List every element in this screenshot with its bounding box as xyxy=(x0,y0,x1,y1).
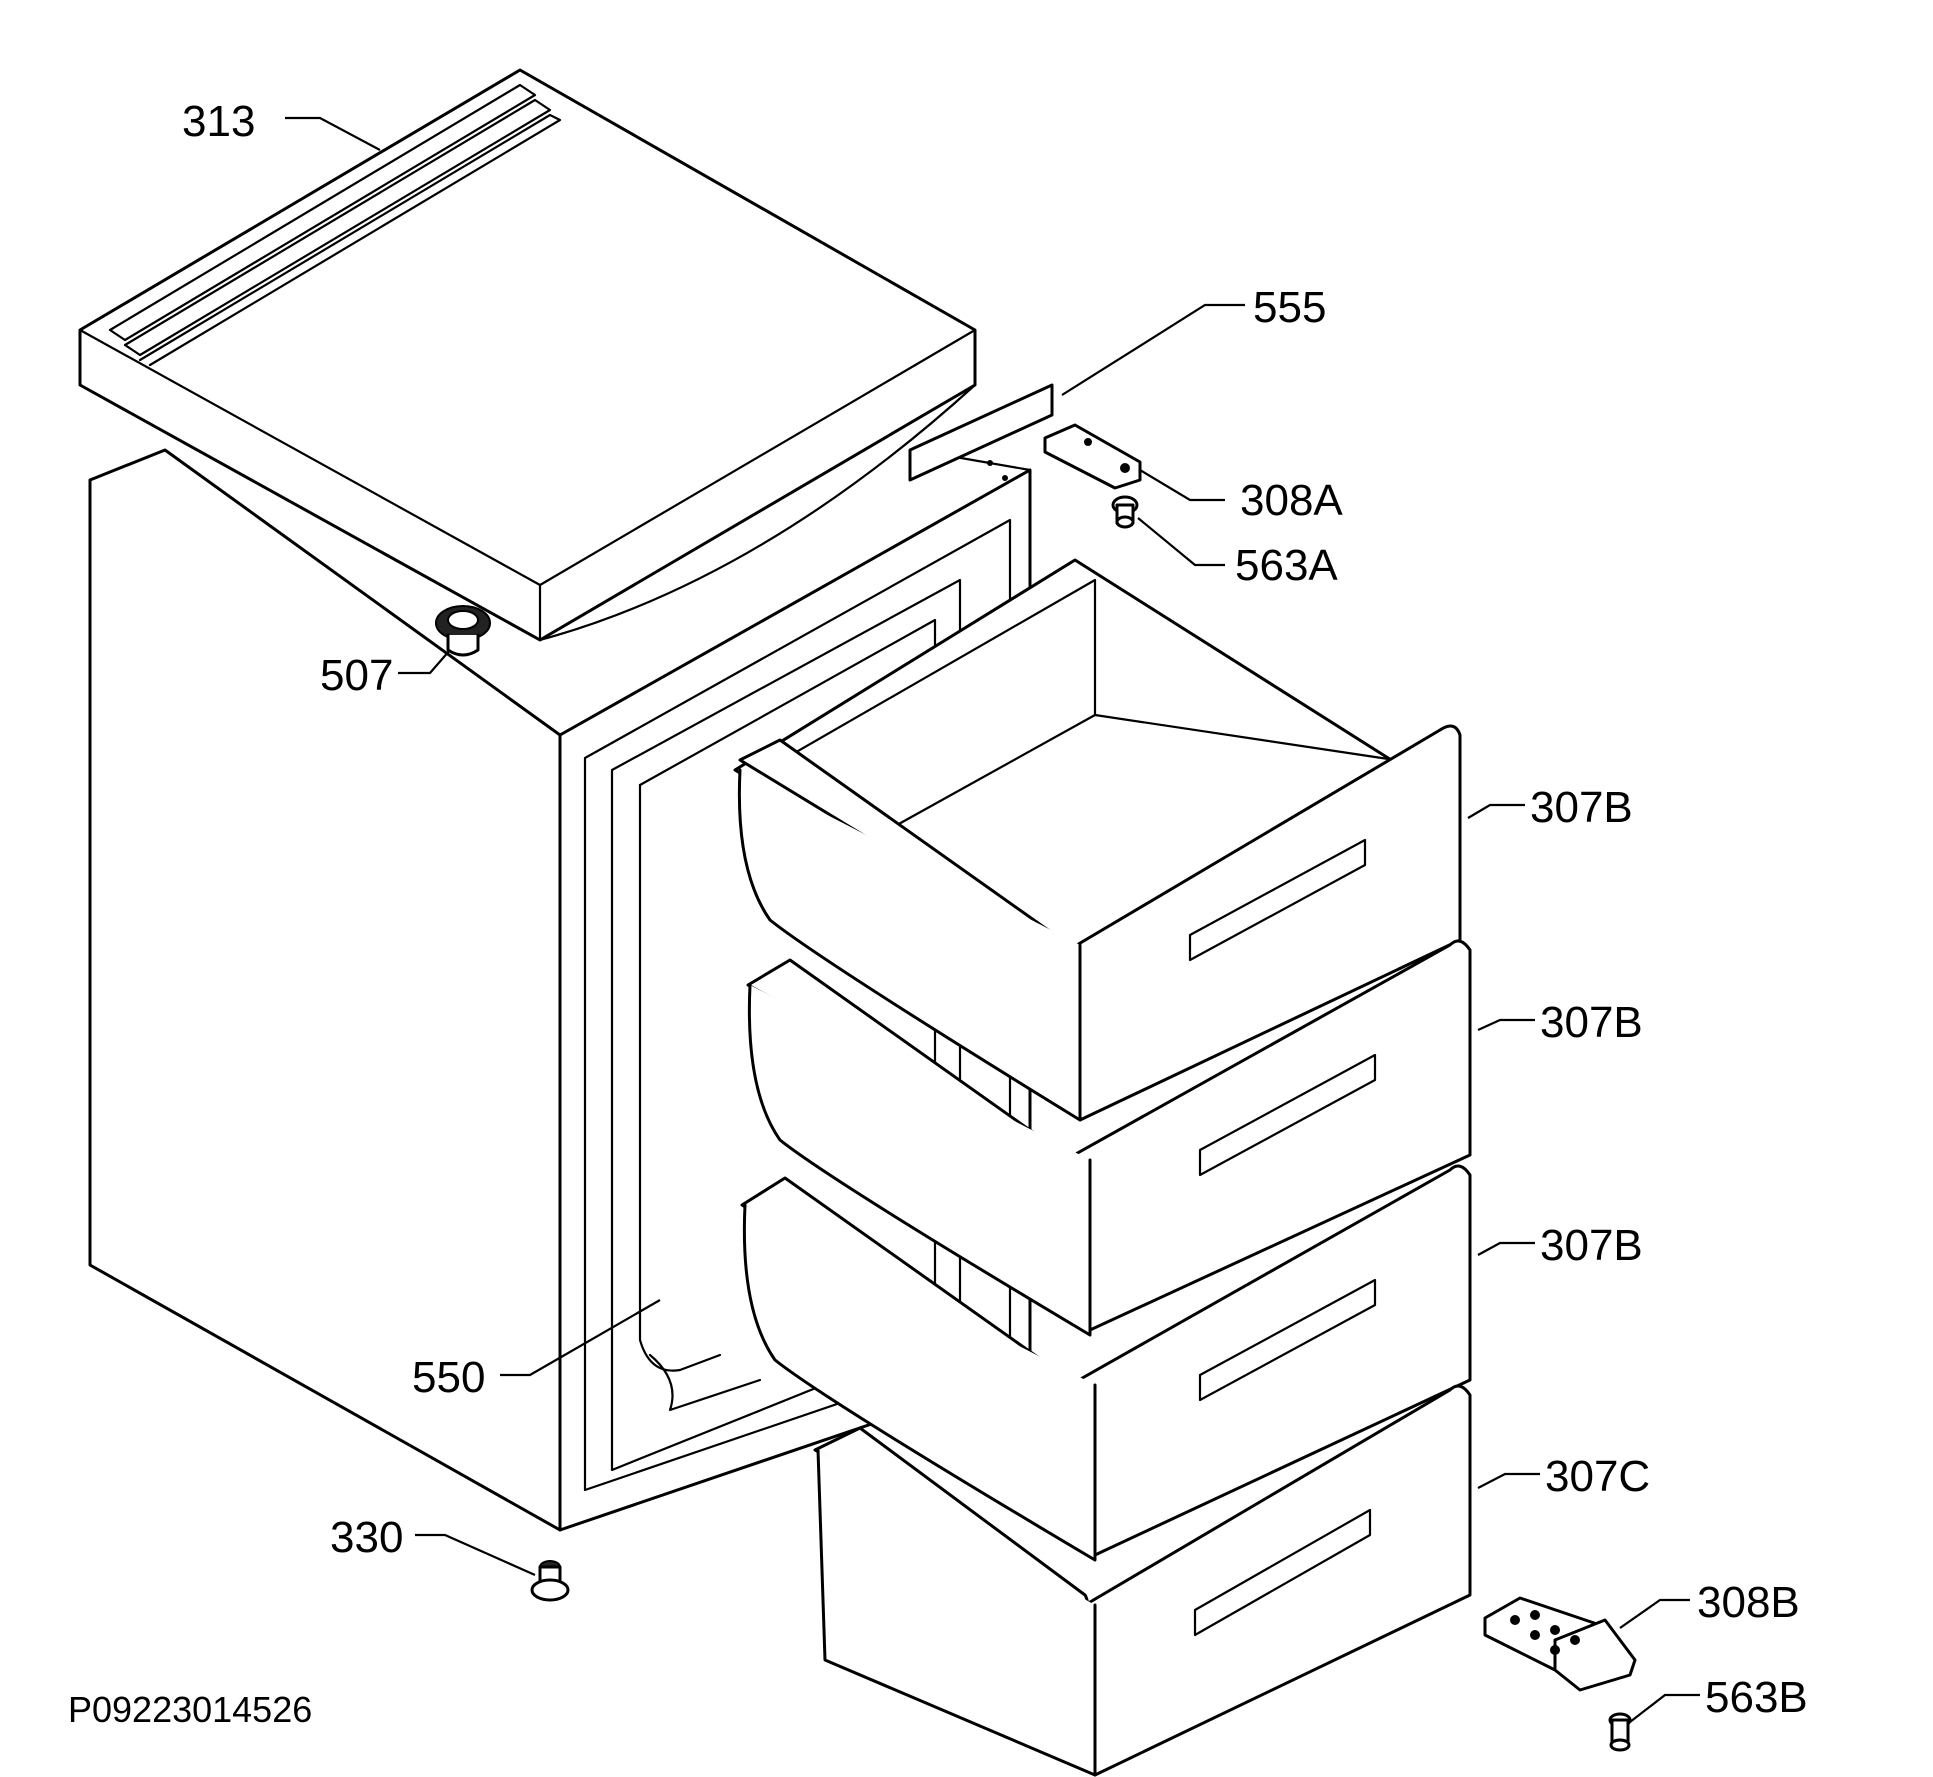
label-308b: 308B xyxy=(1697,1578,1800,1627)
label-507: 507 xyxy=(320,651,393,700)
hinge-pin-top xyxy=(1111,495,1139,529)
sealing-strip xyxy=(908,383,1054,482)
drawer-3 xyxy=(740,1164,1472,1562)
drawer-1 xyxy=(733,558,1462,1122)
bottom-hinge xyxy=(1483,1596,1637,1692)
label-563b: 563B xyxy=(1705,1673,1808,1722)
drawer-2 xyxy=(746,939,1472,1337)
label-307b-3: 307B xyxy=(1540,1221,1643,1270)
drawer-4 xyxy=(813,1384,1472,1777)
part-labels: 313 555 308A 563A 507 307B 307B 307B 307… xyxy=(68,97,1808,1730)
top-hinge xyxy=(1043,423,1142,490)
drawing-code: P09223014526 xyxy=(68,1689,312,1730)
label-307b-2: 307B xyxy=(1540,998,1643,1047)
leader-lines xyxy=(285,116,1700,1723)
label-307b-1: 307B xyxy=(1530,783,1633,832)
hinge-pin-bottom xyxy=(1608,1712,1632,1752)
label-313: 313 xyxy=(182,97,255,146)
top-panel xyxy=(78,68,977,642)
label-555: 555 xyxy=(1253,283,1326,332)
label-308a: 308A xyxy=(1240,476,1343,525)
label-563a: 563A xyxy=(1235,541,1338,590)
label-330: 330 xyxy=(330,1513,403,1562)
label-307c: 307C xyxy=(1545,1452,1650,1501)
label-550: 550 xyxy=(412,1353,485,1402)
adjustable-foot xyxy=(530,1560,570,1602)
door-bushing xyxy=(435,605,491,657)
